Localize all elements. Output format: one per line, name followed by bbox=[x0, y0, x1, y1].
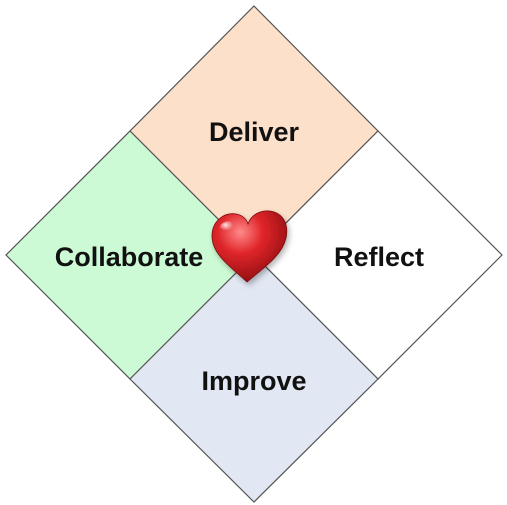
label-deliver: Deliver bbox=[209, 117, 300, 147]
label-improve: Improve bbox=[201, 366, 306, 396]
label-reflect: Reflect bbox=[334, 242, 424, 272]
label-collaborate: Collaborate bbox=[55, 242, 204, 272]
heart-icon bbox=[211, 210, 288, 283]
quadrant-improve bbox=[129, 254, 379, 503]
